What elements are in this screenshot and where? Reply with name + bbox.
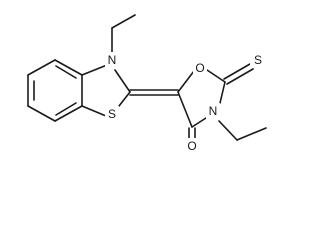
exocyclic-double-bond bbox=[129, 89, 179, 96]
bond bbox=[177, 91, 193, 128]
atom-label: N bbox=[108, 53, 117, 67]
atom-o-ring: O bbox=[193, 60, 207, 76]
bond bbox=[111, 14, 136, 29]
atom-n-oxazolidine: N bbox=[206, 103, 220, 119]
thiazole-ring bbox=[81, 64, 131, 117]
bond bbox=[191, 117, 207, 128]
oxazolidine-ring bbox=[177, 69, 226, 128]
atom-n-benzothiazole: N bbox=[105, 52, 119, 68]
ethyl-group-upper bbox=[111, 14, 136, 53]
bond bbox=[118, 91, 131, 107]
atom-label: S bbox=[254, 53, 262, 67]
atom-s-benzothiazole: S bbox=[105, 106, 119, 122]
bond bbox=[54, 105, 83, 122]
bond bbox=[81, 105, 107, 117]
bond bbox=[27, 59, 56, 76]
bond bbox=[54, 59, 83, 76]
atom-label: S bbox=[108, 107, 116, 121]
chemical-structure-diagram: N S O S N O bbox=[27, 14, 267, 154]
double-bond-inner bbox=[55, 102, 77, 116]
bond bbox=[226, 68, 254, 85]
benzene-ring bbox=[27, 59, 83, 122]
atom-o-carbonyl: O bbox=[185, 138, 199, 154]
bond bbox=[177, 70, 195, 93]
structure-canvas: N S O S N O bbox=[27, 14, 267, 154]
bond bbox=[236, 127, 267, 141]
atom-label: O bbox=[187, 139, 196, 153]
atom-label: O bbox=[195, 61, 204, 75]
ethyl-group-lower bbox=[218, 120, 267, 141]
bond bbox=[219, 81, 226, 104]
bond bbox=[206, 69, 226, 83]
bond bbox=[223, 63, 251, 80]
thioxo-double-bond bbox=[223, 63, 254, 85]
double-bond-inner bbox=[55, 65, 77, 79]
bond bbox=[81, 64, 108, 76]
bond bbox=[114, 69, 131, 93]
atom-s-thioxo: S bbox=[250, 52, 264, 68]
bond bbox=[218, 120, 238, 141]
atom-label: N bbox=[209, 104, 218, 118]
bond bbox=[27, 105, 56, 122]
